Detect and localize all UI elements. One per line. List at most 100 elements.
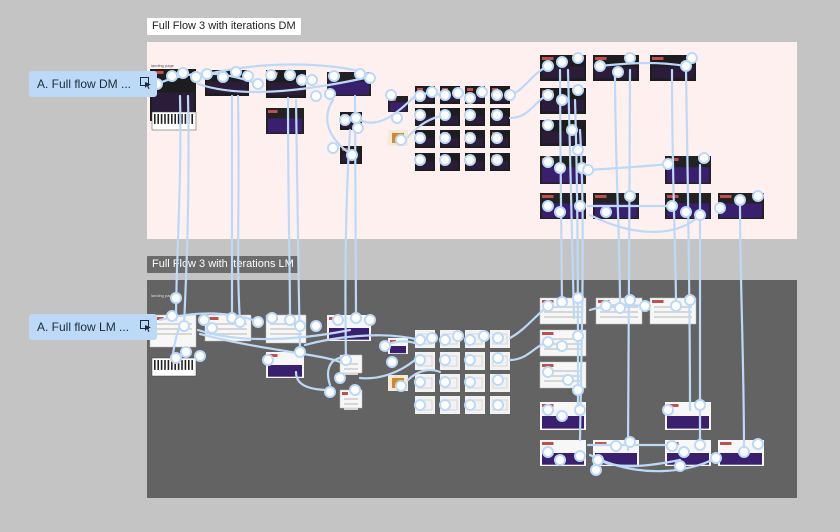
flow-lm-label: A. Full flow LM ...	[37, 320, 130, 334]
connector-node	[752, 190, 764, 202]
connector-node	[752, 438, 764, 450]
connector-node	[349, 384, 361, 396]
connector-node	[324, 88, 336, 100]
connector-node	[492, 352, 504, 364]
connector-node	[464, 354, 476, 366]
dm-landing-label: landing page	[151, 63, 174, 68]
connector-node	[556, 56, 568, 68]
connector-node	[386, 356, 398, 368]
connector-node	[572, 84, 584, 96]
connector-node	[350, 312, 362, 324]
connector-node	[414, 132, 426, 144]
connector-node	[492, 399, 504, 411]
connector-node	[680, 60, 692, 72]
play-flow-icon	[140, 320, 151, 332]
connector-node	[572, 52, 584, 64]
connector-node	[340, 354, 352, 366]
connector-node	[180, 346, 192, 358]
connector-node	[230, 66, 242, 78]
connector-node	[284, 314, 296, 326]
connector-node	[452, 330, 464, 342]
connector-node	[324, 386, 336, 398]
connector-node	[464, 109, 476, 121]
connector-node	[379, 340, 391, 352]
connector-node	[491, 154, 503, 166]
connector-node	[624, 190, 636, 202]
connector-node	[352, 122, 364, 134]
connector-node	[610, 440, 622, 452]
connector-node	[464, 399, 476, 411]
connector-node	[414, 354, 426, 366]
connector-node	[177, 67, 189, 79]
connector-node	[234, 316, 246, 328]
connector-node	[574, 404, 586, 416]
connector-node	[452, 87, 464, 99]
connector-node	[294, 346, 306, 358]
connector-node	[334, 372, 346, 384]
connector-node	[339, 114, 351, 126]
connector-node	[698, 152, 710, 164]
connector-node	[600, 300, 612, 312]
connector-node	[439, 354, 451, 366]
flow-start-dm[interactable]: A. Full flow DM ...	[29, 71, 157, 97]
connector-node	[582, 164, 594, 176]
connector-node	[252, 78, 264, 90]
connector-node	[556, 94, 568, 106]
connector-node	[670, 300, 682, 312]
connector-node	[734, 194, 746, 206]
connector-node	[306, 74, 318, 86]
connector-node	[201, 68, 213, 80]
connector-node	[556, 340, 568, 352]
connector-node	[662, 158, 674, 170]
connector-node	[354, 68, 366, 80]
connector-node	[680, 206, 692, 218]
connector-node	[491, 109, 503, 121]
connector-node	[464, 92, 476, 104]
connector-node	[491, 89, 503, 101]
connector-node	[554, 454, 566, 466]
connector-node	[710, 452, 722, 464]
connector-node	[414, 109, 426, 121]
connector-node	[332, 314, 344, 326]
connector-node	[678, 446, 690, 458]
connector-node	[296, 74, 308, 86]
connector-node	[294, 320, 306, 332]
connector-node	[414, 399, 426, 411]
connector-node	[464, 376, 476, 388]
connector-node	[492, 374, 504, 386]
connector-node	[542, 366, 554, 378]
flow-start-lm[interactable]: A. Full flow LM ...	[29, 314, 157, 340]
section-dm-title[interactable]: Full Flow 3 with iterations DM	[147, 18, 301, 35]
connector-node	[624, 52, 636, 64]
connector-node	[439, 109, 451, 121]
connector-node	[346, 149, 358, 161]
connector-node	[166, 310, 178, 322]
connector-node	[694, 209, 706, 221]
connector-node	[350, 112, 362, 124]
connector-node	[439, 132, 451, 144]
connector-node	[395, 134, 407, 146]
connector-node	[600, 206, 612, 218]
connector-node	[478, 330, 490, 342]
connector-node	[542, 60, 554, 72]
connector-node	[170, 352, 182, 364]
connector-node	[464, 334, 476, 346]
connector-node	[542, 404, 554, 416]
connector-node	[566, 124, 578, 136]
connector-node	[624, 436, 636, 448]
connector-node	[310, 320, 322, 332]
connector-node	[217, 71, 229, 83]
connector-node	[414, 154, 426, 166]
connector-node	[592, 454, 604, 466]
connector-node	[284, 69, 296, 81]
connector-node	[574, 200, 586, 212]
connector-node	[166, 70, 178, 82]
connector-node	[476, 86, 488, 98]
connector-node	[414, 334, 426, 346]
connector-node	[542, 156, 554, 168]
connector-node	[686, 52, 698, 64]
connector-node	[464, 154, 476, 166]
connector-node	[385, 89, 397, 101]
connector-node	[170, 292, 182, 304]
